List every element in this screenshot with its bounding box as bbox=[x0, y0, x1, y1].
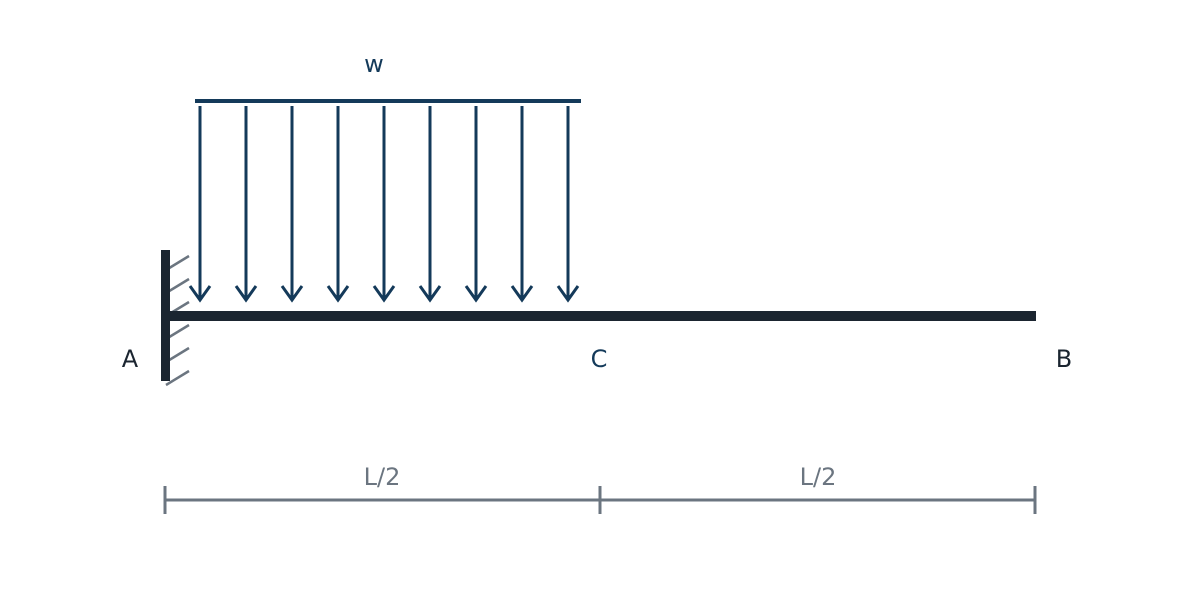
point-c-label: C bbox=[591, 345, 608, 373]
distributed-load: w bbox=[188, 50, 581, 303]
load-arrow bbox=[234, 106, 258, 303]
dimension-lines: L/2 L/2 bbox=[163, 463, 1037, 514]
dimension-label-right: L/2 bbox=[800, 463, 837, 491]
point-b-label: B bbox=[1056, 345, 1072, 373]
point-a-label: A bbox=[122, 345, 139, 373]
load-arrow bbox=[188, 106, 212, 303]
load-arrow bbox=[326, 106, 350, 303]
load-arrow bbox=[372, 106, 396, 303]
load-arrow bbox=[280, 106, 304, 303]
load-arrow bbox=[464, 106, 488, 303]
dimension-label-left: L/2 bbox=[364, 463, 401, 491]
load-arrow bbox=[418, 106, 442, 303]
beam bbox=[165, 311, 1036, 321]
hatch-line bbox=[165, 369, 190, 387]
load-arrow bbox=[510, 106, 534, 303]
load-label: w bbox=[364, 50, 384, 78]
load-arrow bbox=[556, 106, 580, 303]
load-arrows bbox=[188, 106, 580, 303]
